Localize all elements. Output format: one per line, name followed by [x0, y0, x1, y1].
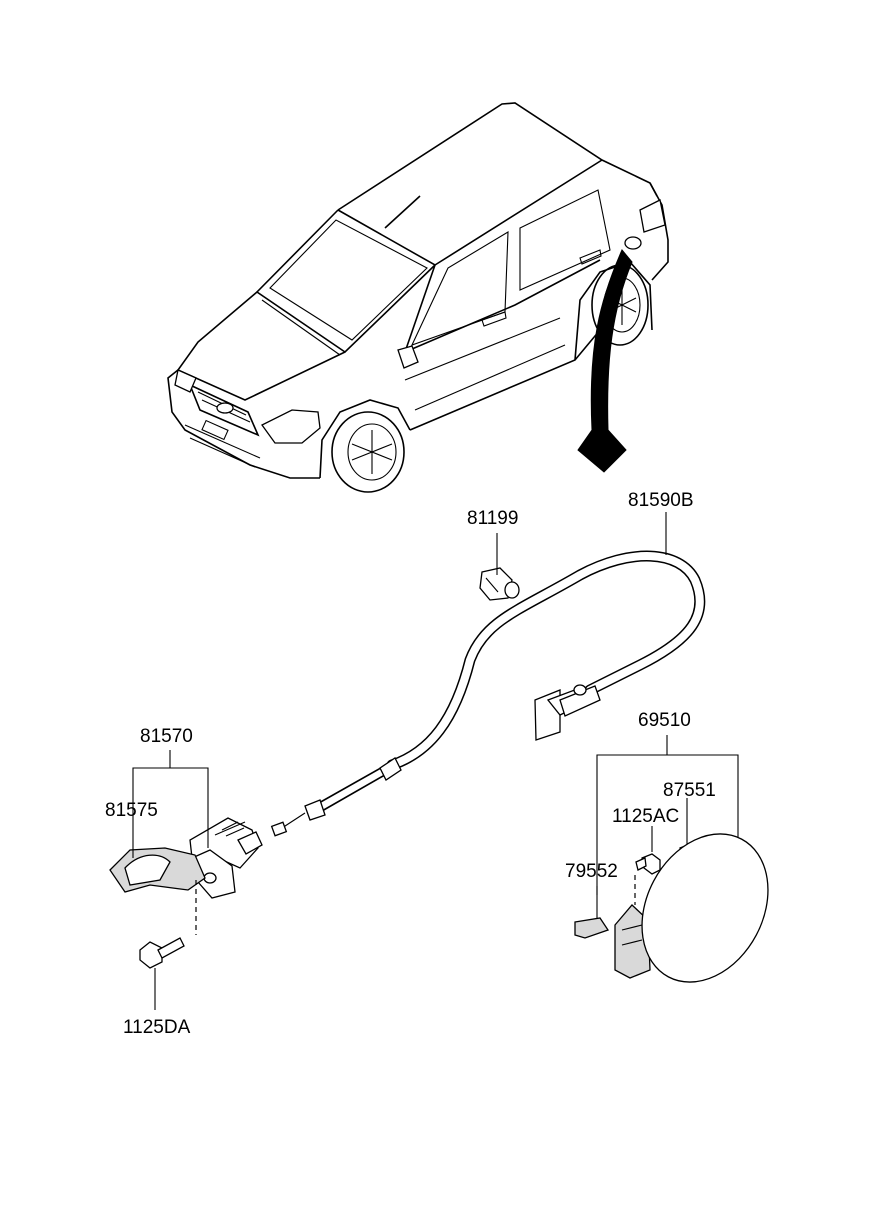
label-79552: 79552 — [565, 861, 618, 882]
label-1125DA: 1125DA — [123, 1017, 191, 1038]
label-69510: 69510 — [638, 710, 691, 731]
part-1125DA-bolt — [139, 880, 197, 969]
part-1125AC-screw — [635, 853, 661, 875]
vehicle-illustration — [167, 102, 669, 493]
part-81575-handle — [109, 847, 206, 893]
label-81575: 81575 — [105, 800, 158, 821]
part-81199-clip — [479, 567, 520, 601]
label-87551: 87551 — [663, 780, 716, 801]
part-81590B-cable — [270, 550, 706, 837]
label-1125AC: 1125AC — [612, 806, 679, 827]
label-81590B: 81590B — [628, 490, 694, 511]
part-69510-fuel-door — [614, 833, 769, 983]
label-81570: 81570 — [140, 726, 193, 747]
label-81199: 81199 — [467, 508, 518, 529]
part-79552-holder — [574, 917, 610, 939]
part-81570-opener — [189, 817, 263, 899]
